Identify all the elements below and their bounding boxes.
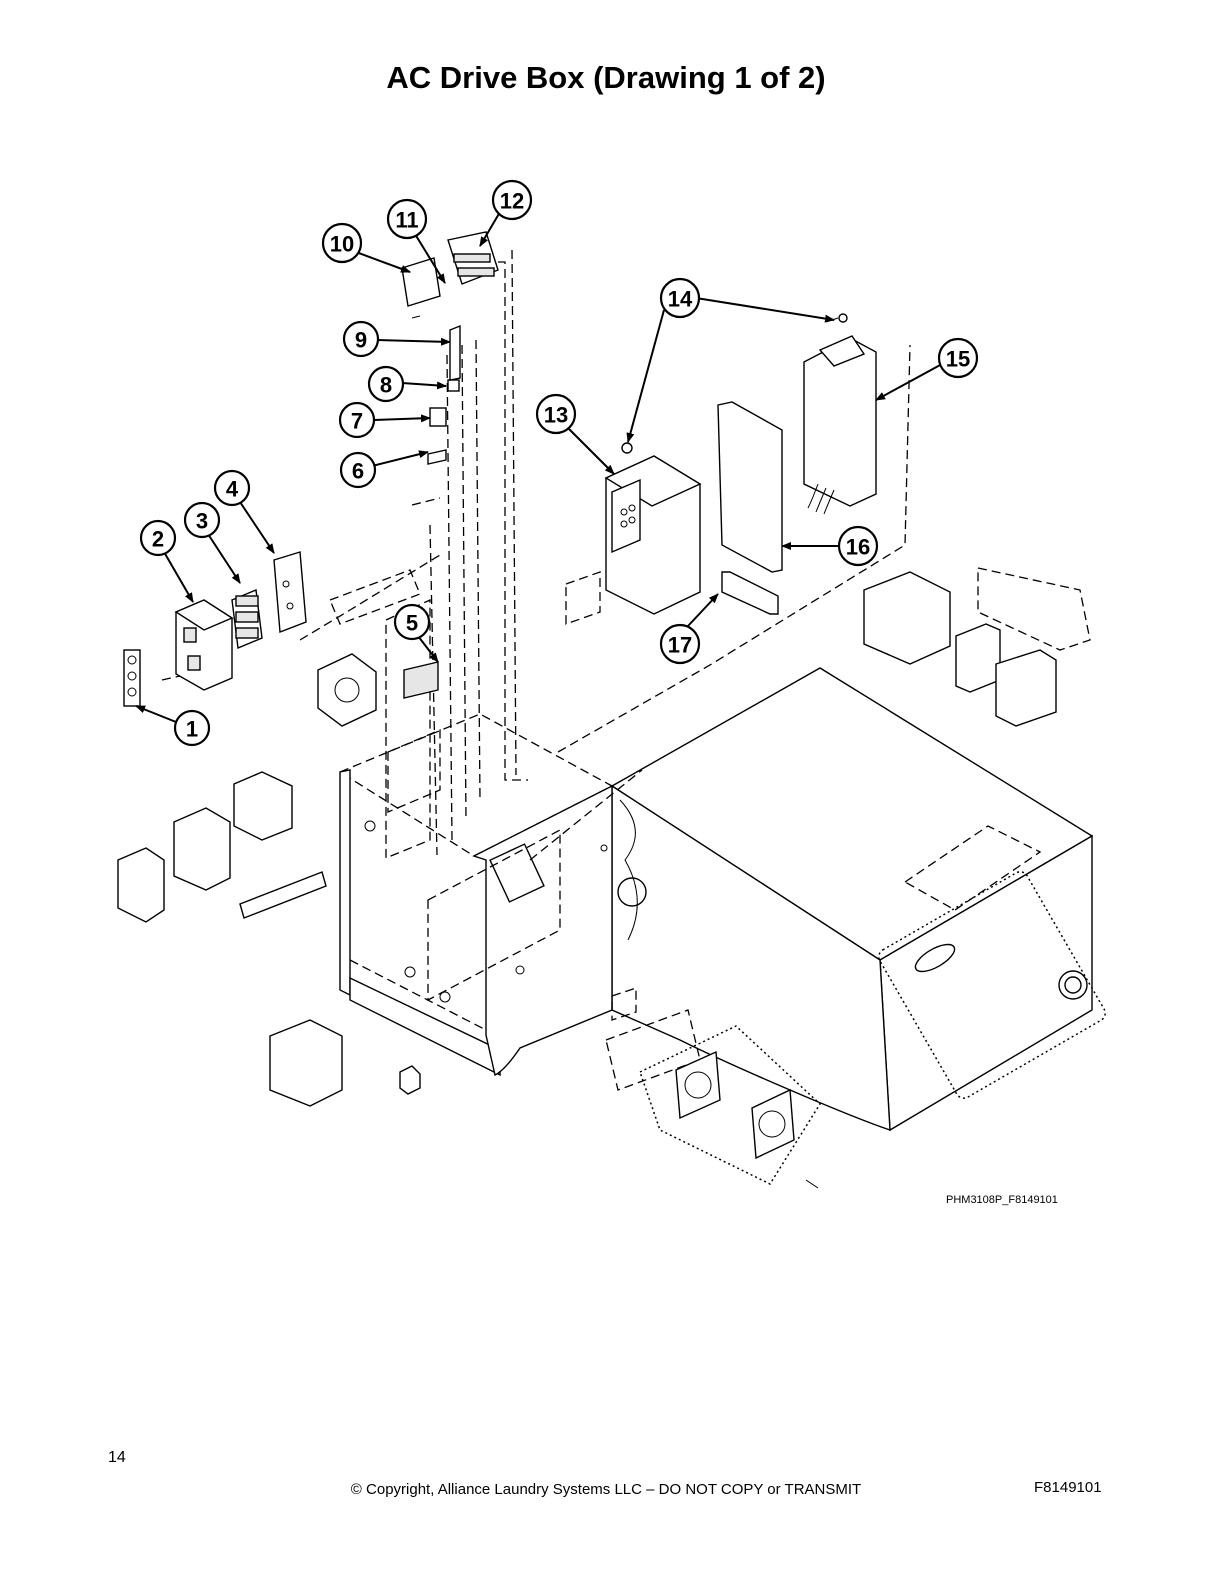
stacked-small-parts [401, 231, 499, 699]
callout-9: 9 [342, 320, 380, 358]
callout-15: 15 [937, 337, 979, 379]
callout-14: 14 [659, 277, 701, 319]
copyright-notice: © Copyright, Alliance Laundry Systems LL… [350, 1481, 862, 1498]
svg-text:15: 15 [946, 347, 970, 372]
contactors-and-relays [117, 567, 1091, 1107]
svg-text:11: 11 [395, 208, 418, 233]
svg-text:17: 17 [668, 633, 692, 658]
callout-17: 17 [659, 623, 701, 665]
document-number: F8149101 [1034, 1479, 1102, 1496]
callout-13: 13 [535, 393, 577, 435]
svg-text:13: 13 [544, 403, 568, 428]
callout-7: 7 [338, 401, 376, 439]
leader-lines [135, 211, 943, 723]
svg-text:3: 3 [196, 509, 208, 534]
drive-box-cabinet [610, 667, 1106, 1132]
svg-text:6: 6 [352, 459, 364, 484]
svg-text:7: 7 [351, 409, 363, 434]
chassis-frame [338, 713, 614, 1077]
drawing-id: PHM3108P_F8149101 [946, 1194, 1058, 1206]
terminal-parts-left [123, 551, 307, 707]
callout-12: 12 [491, 179, 533, 221]
ac-drive-assembly [565, 313, 877, 625]
callout-8: 8 [367, 365, 405, 403]
svg-text:9: 9 [355, 328, 367, 353]
svg-text:4: 4 [226, 477, 239, 502]
svg-text:2: 2 [152, 527, 164, 552]
svg-text:1: 1 [186, 717, 198, 742]
callout-3: 3 [183, 501, 221, 539]
callout-2: 2 [139, 519, 177, 557]
callout-10: 10 [321, 222, 363, 264]
svg-text:10: 10 [330, 232, 354, 257]
cooling-fans [639, 1025, 821, 1189]
svg-text:8: 8 [380, 373, 392, 398]
callout-4: 4 [213, 469, 251, 507]
svg-text:16: 16 [846, 535, 870, 560]
callout-11: 11 [386, 198, 428, 240]
callout-6: 6 [339, 451, 377, 489]
callout-5: 5 [393, 603, 431, 641]
svg-text:14: 14 [668, 287, 693, 312]
callout-16: 16 [837, 525, 879, 567]
page-number: 14 [108, 1449, 126, 1466]
page-title: AC Drive Box (Drawing 1 of 2) [386, 60, 826, 95]
svg-text:5: 5 [406, 611, 418, 636]
svg-text:12: 12 [500, 189, 524, 214]
callout-1: 1 [173, 709, 211, 747]
